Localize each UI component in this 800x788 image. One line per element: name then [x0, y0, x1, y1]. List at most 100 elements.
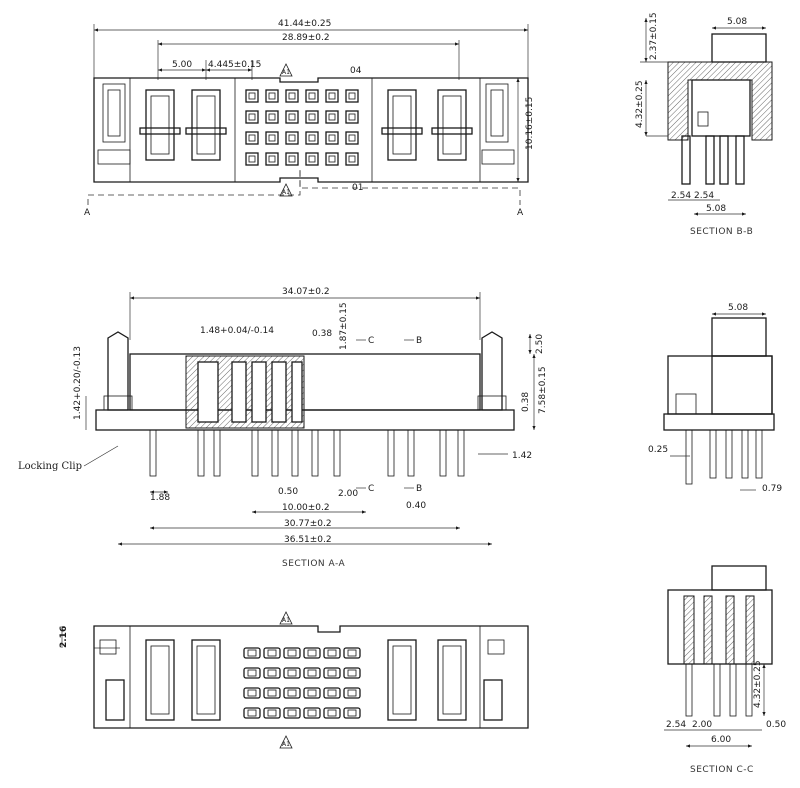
signal-contact-core	[308, 134, 316, 142]
dim-254-cc: 2.54	[666, 720, 686, 730]
signal-contact-core	[328, 134, 336, 142]
dim-254b-bb: 2.54	[694, 191, 714, 201]
signal-pad-core	[267, 649, 277, 657]
dim-3651: 36.51±0.2	[284, 535, 332, 545]
signal-pad	[323, 667, 341, 679]
signal-contact	[265, 89, 279, 103]
signal-pad	[343, 687, 361, 699]
signal-pad	[243, 667, 261, 679]
pin	[387, 429, 395, 477]
signal-contact-core	[308, 92, 316, 100]
signal-pad	[323, 687, 341, 699]
signal-pad	[243, 647, 261, 659]
signal-contact-core	[328, 113, 336, 121]
signal-pad	[303, 667, 321, 679]
a1-marker-top: A1	[282, 69, 290, 76]
signal-contact	[265, 152, 279, 166]
top-view: 41.44±0.25 28.89±0.2 5.00 4.445±0.15 A1 …	[84, 19, 535, 218]
dim-758: 7.58±0.15	[538, 366, 548, 414]
signal-contact-core	[348, 134, 356, 142]
dim-038-top: 0.38	[312, 329, 332, 339]
dim-040: 0.40	[406, 501, 426, 511]
signal-contact	[345, 152, 359, 166]
signal-contact	[305, 110, 319, 124]
signal-pad-core	[287, 689, 297, 697]
signal-pad	[243, 707, 261, 719]
dim-432-bb: 4.32±0.25	[635, 80, 645, 128]
signal-pad	[343, 667, 361, 679]
dim-1000: 10.00±0.2	[282, 503, 330, 513]
signal-contact	[345, 89, 359, 103]
signal-pad-core	[287, 669, 297, 677]
signal-pad-core	[347, 669, 357, 677]
locking-clip-label: Locking Clip	[18, 461, 82, 472]
signal-pad-core	[327, 709, 337, 717]
signal-pad-core	[307, 649, 317, 657]
section-bb-title: SECTION B-B	[690, 227, 753, 237]
power-contact	[191, 639, 221, 721]
cut-label-c-bottom: C	[368, 484, 374, 494]
signal-contact	[245, 89, 259, 103]
pin	[149, 429, 157, 477]
bottom-view: 2.16 A1 A1	[59, 611, 529, 749]
signal-pad-core	[347, 689, 357, 697]
dim-3077: 30.77±0.2	[284, 519, 332, 529]
signal-pad-core	[247, 669, 257, 677]
a1-marker-bottom-top: A1	[282, 617, 290, 624]
signal-pad-core	[247, 709, 257, 717]
dim-508-top-bb: 5.08	[727, 17, 747, 27]
signal-contact-core	[348, 113, 356, 121]
signal-pad	[303, 687, 321, 699]
dim-038-right: 0.38	[521, 392, 531, 412]
dim-050: 0.50	[278, 487, 298, 497]
dim-overall-aa: 34.07±0.2	[282, 287, 330, 297]
signal-pad-core	[327, 689, 337, 697]
dim-254a-bb: 2.54	[671, 191, 691, 201]
signal-pad	[243, 687, 261, 699]
signal-contact	[265, 110, 279, 124]
signal-pad	[263, 687, 281, 699]
section-aa-title: SECTION A-A	[282, 559, 346, 569]
signal-pad-core	[307, 709, 317, 717]
signal-contact	[345, 110, 359, 124]
signal-pad	[323, 707, 341, 719]
dim-050-cc: 0.50	[766, 720, 786, 730]
signal-contact-core	[268, 113, 276, 121]
signal-contact	[325, 110, 339, 124]
dim-pitch-b: 4.445±0.15	[208, 60, 261, 70]
signal-contact-core	[288, 113, 296, 121]
signal-contact-core	[328, 155, 336, 163]
signal-contact-core	[348, 92, 356, 100]
dim-025: 0.25	[648, 445, 668, 455]
signal-pad	[283, 707, 301, 719]
power-contact-inner	[150, 645, 170, 715]
signal-contact-core	[248, 113, 256, 121]
signal-pad-core	[307, 669, 317, 677]
signal-pad	[263, 667, 281, 679]
signal-contact	[285, 89, 299, 103]
a1-marker-bottom: A1	[282, 189, 290, 196]
power-contact	[145, 639, 175, 721]
signal-pad-core	[267, 669, 277, 677]
signal-contact	[245, 131, 259, 145]
pin	[457, 429, 465, 477]
cut-label-a-left: A	[84, 208, 91, 218]
signal-pad	[263, 647, 281, 659]
signal-pad-core	[247, 689, 257, 697]
signal-pad-core	[327, 669, 337, 677]
dim-pitch-a: 5.00	[172, 60, 192, 70]
signal-pad	[263, 707, 281, 719]
signal-pad	[283, 687, 301, 699]
signal-contact-core	[268, 134, 276, 142]
signal-contact	[325, 89, 339, 103]
signal-pad-core	[307, 689, 317, 697]
dim-span-width: 28.89±0.2	[282, 33, 330, 43]
signal-pad	[323, 647, 341, 659]
power-contact-inner	[392, 645, 412, 715]
signal-pad	[283, 667, 301, 679]
dim-079: 0.79	[762, 484, 782, 494]
cut-label-b-top: B	[416, 336, 422, 346]
signal-pad-core	[267, 709, 277, 717]
power-contact	[387, 639, 417, 721]
signal-contact	[325, 152, 339, 166]
